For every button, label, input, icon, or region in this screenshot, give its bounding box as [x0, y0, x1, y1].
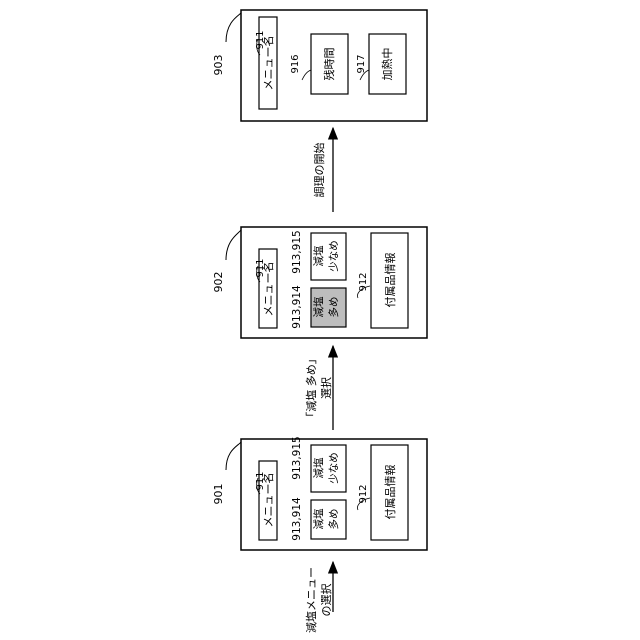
screen-903: 903 メニュー名 911 残時間 916 加熱中 917 [212, 10, 427, 121]
ref-label-901: 901 [212, 484, 225, 505]
button-line-1: 減塩 [312, 508, 325, 529]
ref-label-912: 912 [358, 272, 369, 291]
heating-status-box: 加熱中 [369, 34, 406, 94]
ref-label-913-915: 913,915 [291, 436, 303, 479]
transition-select-more: 「減塩 多め」 選択 [304, 346, 333, 430]
ref-label-917: 917 [356, 54, 367, 73]
salt-reduction-more-button[interactable]: 減塩 多め [311, 500, 346, 539]
transition-label-line-2: の選択 [319, 584, 333, 617]
transition-label-line-1: 調理の開始 [312, 143, 326, 198]
accessory-info-label: 付属品情報 [384, 253, 397, 308]
button-line-2: 多め [327, 297, 340, 318]
remaining-time-box: 残時間 [311, 34, 348, 94]
salt-reduction-less-button[interactable]: 減塩 少なめ [311, 445, 346, 492]
screen-902: 902 メニュー名 911 913,914 913,915 減塩 多め 減塩 少… [212, 227, 427, 338]
remaining-time-label: 残時間 [322, 48, 336, 81]
accessory-info-box: 付属品情報 [371, 233, 408, 328]
ref-label-912: 912 [358, 484, 369, 503]
heating-status-label: 加熱中 [381, 48, 394, 81]
transition-select-menu: 減塩メニュー の選択 [304, 562, 333, 633]
transition-label-line-1: 「減塩 多め」 [304, 353, 318, 423]
accessory-info-label: 付属品情報 [384, 465, 397, 520]
button-line-1: 減塩 [312, 457, 325, 478]
transition-start-cooking: 調理の開始 [312, 128, 333, 212]
button-line-2: 少なめ [328, 452, 340, 484]
accessory-info-box: 付属品情報 [371, 445, 408, 540]
transition-label-line-2: 選択 [319, 377, 333, 399]
ref-label-913-914: 913,914 [291, 497, 303, 541]
button-line-2: 多め [327, 509, 340, 530]
button-line-1: 減塩 [312, 245, 325, 266]
button-line-2: 少なめ [328, 240, 340, 272]
ref-label-903: 903 [212, 55, 225, 76]
salt-reduction-less-button[interactable]: 減塩 少なめ [311, 233, 346, 280]
button-line-1: 減塩 [312, 296, 325, 317]
ref-label-902: 902 [212, 272, 225, 293]
ref-label-913-914: 913,914 [291, 285, 303, 329]
ref-label-913-915: 913,915 [291, 230, 303, 273]
screen-901: 901 メニュー名 911 913,914 913,915 減塩 多め 減塩 少… [212, 436, 427, 550]
transition-label-line-1: 減塩メニュー [304, 567, 318, 633]
ref-label-916: 916 [290, 54, 301, 73]
salt-reduction-more-button-selected[interactable]: 減塩 多め [311, 288, 346, 327]
